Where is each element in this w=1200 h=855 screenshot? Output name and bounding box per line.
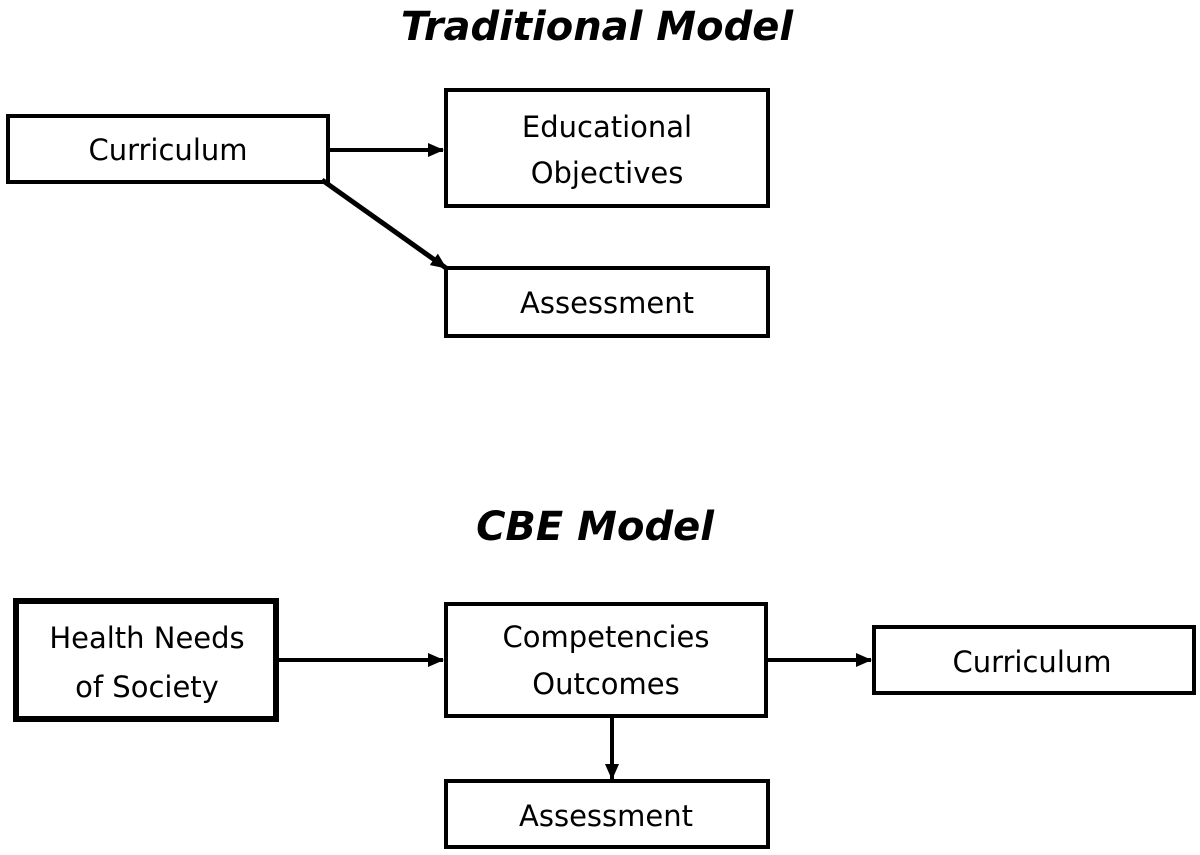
health-needs-node: Health Needs of Society [13,598,279,722]
competencies-outcomes-label-line2: Outcomes [532,667,679,701]
educational-objectives-label-line2: Objectives [531,156,684,190]
traditional-model-section: Traditional Model Curriculum Educational… [6,4,794,338]
cbe-model-title: CBE Model [476,504,715,550]
traditional-curriculum-label: Curriculum [88,133,247,167]
cbe-curriculum-node: Curriculum [872,625,1196,695]
traditional-assessment-node: Assessment [444,266,770,338]
competencies-outcomes-node: Competencies Outcomes [444,602,768,718]
health-needs-label-line1: Health Needs [49,621,244,655]
competencies-outcomes-label-line1: Competencies [502,620,709,654]
health-needs-label-line2: of Society [75,670,219,704]
educational-objectives-node: Educational Objectives [444,88,770,208]
cbe-assessment-label: Assessment [519,799,693,833]
cbe-model-section: CBE Model Health Needs of Society Compet… [13,504,1196,849]
educational-objectives-label-line1: Educational [522,110,692,144]
traditional-curriculum-node: Curriculum [6,114,330,184]
traditional-assessment-label: Assessment [520,286,694,320]
cbe-assessment-node: Assessment [444,779,770,849]
traditional-model-title: Traditional Model [401,4,794,50]
cbe-curriculum-label: Curriculum [952,645,1111,679]
arrow-curriculum-to-assessment [320,177,448,271]
